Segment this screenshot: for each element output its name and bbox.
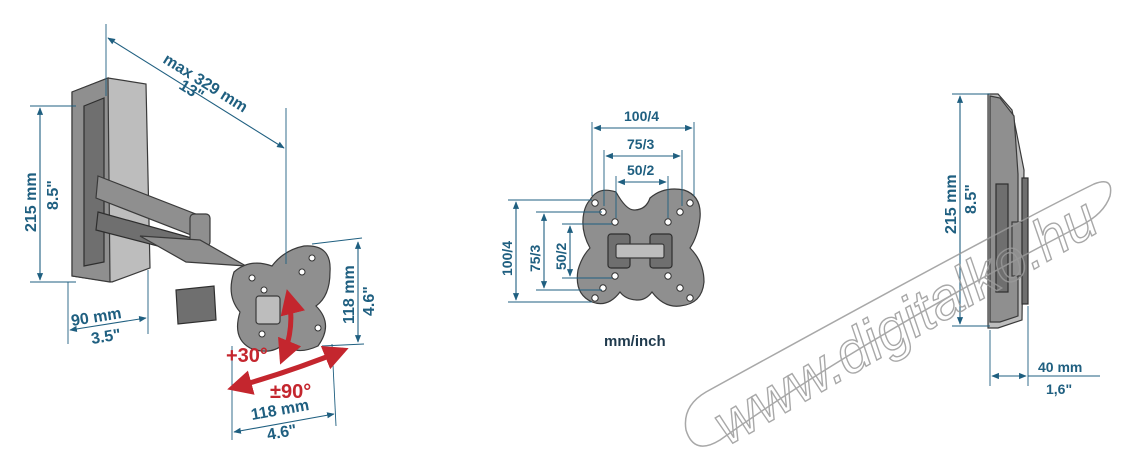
vesa-dimensions: 100/4 75/3 50/2 100/4 75/3 50/2 mm/inch bbox=[499, 108, 695, 350]
side-depth-in-label: 1,6" bbox=[1046, 381, 1072, 397]
plate-width-in-label: 4.6" bbox=[266, 422, 298, 444]
depth-in-label: 3.5" bbox=[90, 326, 122, 347]
plate-height-in-label: 4.6" bbox=[361, 286, 378, 316]
swivel-label: ±90° bbox=[270, 381, 311, 403]
side-depth-mm-label: 40 mm bbox=[1038, 359, 1082, 375]
swivel-arrow bbox=[227, 345, 349, 395]
depth-dimension-line bbox=[69, 316, 147, 332]
side-height-mm-label: 215 mm bbox=[943, 174, 960, 234]
side-height-in-label: 8.5" bbox=[963, 184, 980, 214]
units-caption: mm/inch bbox=[604, 333, 666, 350]
vesa-side-100-label: 100/4 bbox=[499, 241, 515, 276]
vesa-top-75-label: 75/3 bbox=[627, 136, 654, 152]
plate-width-dimension-line bbox=[233, 412, 335, 434]
reach-dimension-line bbox=[107, 37, 285, 149]
vesa-side-75-label: 75/3 bbox=[527, 245, 543, 272]
vesa-top-100-label: 100/4 bbox=[624, 108, 659, 124]
vesa-side-50-label: 50/2 bbox=[553, 243, 569, 270]
height-in-label: 8.5" bbox=[45, 180, 62, 210]
plate-height-mm-label: 118 mm bbox=[341, 265, 358, 324]
arm-segment-2 bbox=[139, 235, 247, 267]
rotation-indicators: +30° ±90° bbox=[226, 289, 349, 403]
tv-plate bbox=[230, 245, 331, 352]
tilt-label: +30° bbox=[226, 345, 268, 367]
reach-mm-label: max 329 mm bbox=[160, 51, 250, 116]
side-view-dimensions: 215 mm 8.5" 40 mm 1,6" bbox=[943, 93, 1100, 397]
vesa-top-50-label: 50/2 bbox=[627, 162, 654, 178]
watermark-text: www.digitalko.hu bbox=[702, 185, 1109, 457]
vesa-plate bbox=[576, 188, 705, 307]
watermark: www.digitalko.hu bbox=[684, 181, 1112, 458]
height-mm-label: 215 mm bbox=[23, 172, 40, 232]
